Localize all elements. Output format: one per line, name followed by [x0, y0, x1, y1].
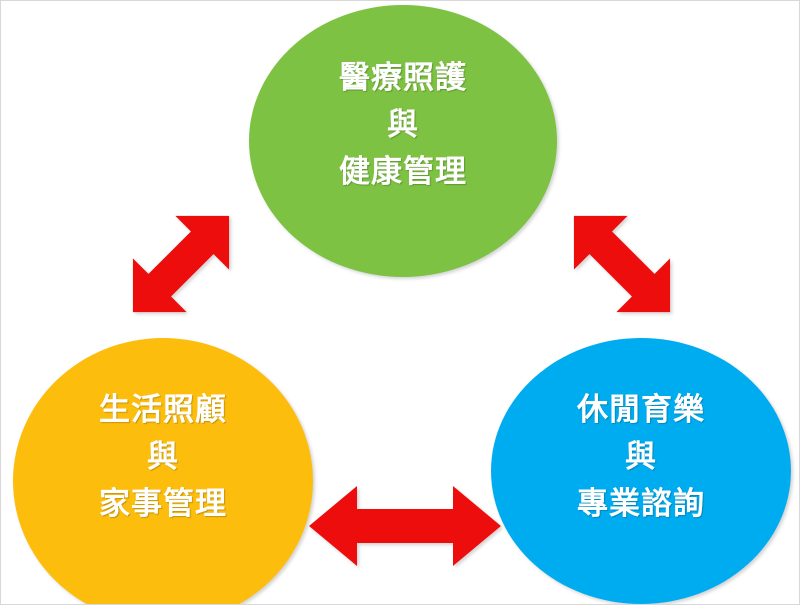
node-living-care-circle[interactable]	[13, 338, 313, 605]
arrow-left-icon[interactable]	[106, 189, 256, 339]
arrow-bottom-icon[interactable]	[309, 486, 501, 566]
arrow-bottom-group[interactable]	[309, 486, 501, 566]
arrow-right-icon[interactable]	[547, 189, 697, 339]
node-leisure-consult-circle[interactable]	[491, 338, 791, 604]
node-health-care-circle[interactable]	[249, 5, 557, 277]
arrow-left-group[interactable]	[106, 189, 256, 339]
arrow-right-group[interactable]	[547, 189, 697, 339]
